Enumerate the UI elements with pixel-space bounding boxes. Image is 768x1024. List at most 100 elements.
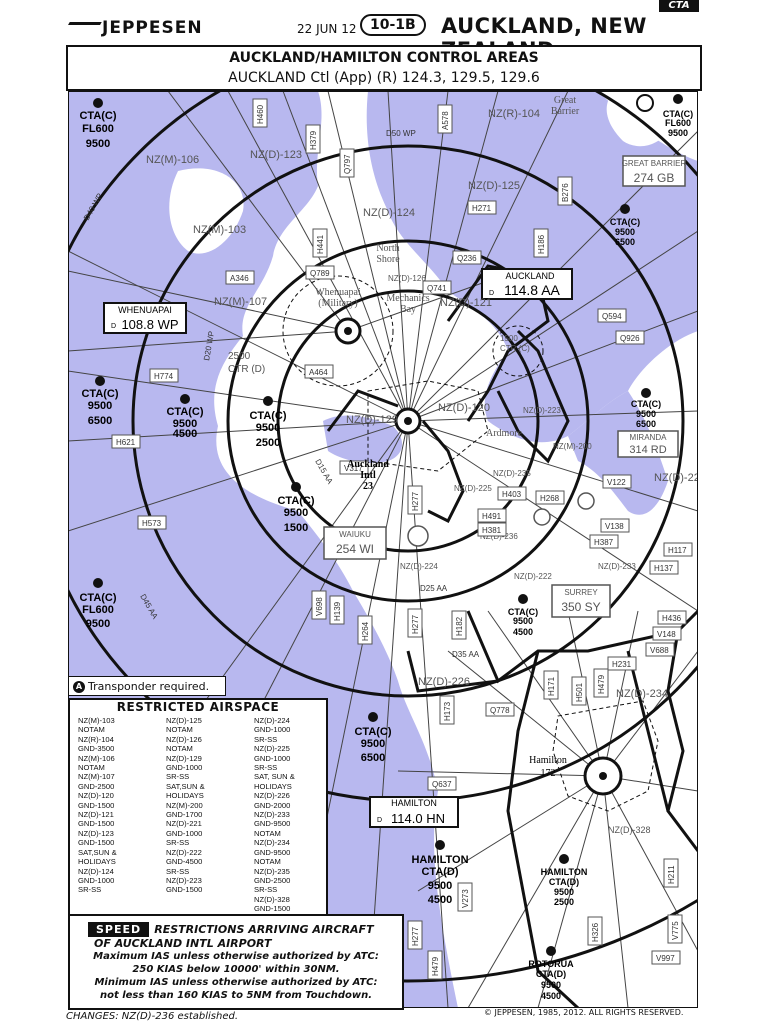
svg-text:V138: V138	[605, 522, 624, 531]
text-line: North	[376, 243, 399, 254]
zone-label: NZ(D)-235	[493, 469, 531, 478]
route-tag: H491	[477, 508, 507, 523]
svg-text:ROTORUA: ROTORUA	[528, 959, 574, 969]
svg-text:H277: H277	[411, 491, 420, 511]
svg-text:H277: H277	[411, 926, 420, 946]
svg-text:H491: H491	[482, 512, 502, 521]
route-tag: H264	[357, 615, 373, 645]
text-line: 1500	[500, 334, 518, 343]
zone-label: NZ(D)-234	[616, 688, 668, 700]
cta-label: CTA(C) 9500 4500	[508, 594, 538, 637]
svg-text:A578: A578	[441, 111, 450, 130]
svg-text:9500: 9500	[668, 128, 688, 138]
svg-text:H231: H231	[612, 660, 632, 669]
route-tag: H774	[149, 368, 179, 383]
route-tag: A464	[304, 364, 334, 379]
route-tag: H268	[535, 490, 565, 505]
surrey-ndb-symbol	[577, 492, 595, 510]
zone-label: NZ(D)-221	[654, 472, 698, 484]
route-tag: H277	[407, 608, 423, 638]
svg-text:V122: V122	[607, 478, 626, 487]
route-tag: H182	[451, 610, 467, 640]
svg-text:V775: V775	[671, 921, 680, 940]
hamilton-freq: 114.0 HN	[391, 811, 445, 826]
svg-text:9500: 9500	[284, 507, 308, 519]
zone-label: NZ(D)-223	[523, 406, 561, 415]
route-tag: H436	[657, 610, 687, 625]
svg-text:9500: 9500	[86, 138, 110, 150]
route-tag: H173	[439, 695, 455, 725]
cta-label: CTA(C) 9500 6500	[354, 712, 392, 764]
transponder-icon: A	[73, 681, 85, 693]
waiuku-ndb-symbol	[407, 525, 429, 547]
svg-text:B276: B276	[561, 183, 570, 202]
kaipara-land	[169, 168, 244, 254]
great-barrier-name: GREAT BARRIER	[622, 159, 687, 168]
navaid-boxes: WHENUAPAI D 108.8 WP AUCKLAND D 114.8 AA…	[103, 155, 687, 828]
zone-label: NZ(D)-123	[250, 149, 302, 161]
surrey-freq: 350 SY	[561, 600, 600, 614]
svg-text:H173: H173	[443, 701, 452, 721]
svg-text:H268: H268	[540, 494, 560, 503]
route-tag: V775	[667, 914, 683, 944]
miranda-name: MIRANDA	[630, 433, 668, 442]
route-tag: V138	[600, 518, 630, 533]
svg-text:H621: H621	[116, 438, 136, 447]
svg-text:1500: 1500	[284, 522, 308, 534]
route-tag: H271	[467, 200, 497, 215]
zone-label: NZ(M)-200	[553, 442, 592, 451]
whenuapai-navaid-name: WHENUAPAI	[118, 305, 172, 315]
frequency-line: AUCKLAND Ctl (App) (R) 124.3, 129.5, 129…	[66, 67, 702, 91]
svg-text:HAMILTON: HAMILTON	[411, 854, 468, 866]
text-line: 172	[541, 768, 556, 779]
great-barrier-freq: 274 GB	[634, 171, 675, 185]
text-line: Auckland	[347, 459, 389, 470]
svg-text:H271: H271	[472, 204, 492, 213]
svg-text:A346: A346	[230, 274, 249, 283]
speed-title-2: OF AUCKLAND INTL AIRPORT	[94, 937, 272, 950]
route-tag: H277	[407, 920, 423, 950]
zone-label: NZ(M)-107	[214, 296, 267, 308]
whenuapai-vor-dot	[344, 327, 352, 335]
route-tag: V698	[311, 590, 327, 620]
zone-label: NZ(D)-124	[363, 207, 415, 219]
svg-text:H186: H186	[537, 234, 546, 254]
auckland-vor-dot	[404, 417, 412, 425]
copyright: © JEPPESEN, 1985, 2012. ALL RIGHTS RESER…	[484, 1008, 684, 1017]
svg-text:4500: 4500	[428, 894, 452, 906]
route-tag: V122	[602, 474, 632, 489]
whenuapai-prefix: D	[111, 323, 116, 330]
route-tag: H621	[111, 434, 141, 449]
text-line: Whenuapai	[315, 287, 361, 298]
route-tag: V273	[457, 882, 473, 912]
chart-date: 22 JUN 12	[297, 22, 357, 36]
svg-text:CTA(D): CTA(D)	[421, 866, 458, 878]
zone-label: NZ(D)-224	[400, 562, 438, 571]
restricted-col-3: NZ(D)-224 GND-1000 SR-SS NZ(D)-225 GND-1…	[254, 716, 295, 914]
svg-text:Q778: Q778	[490, 706, 510, 715]
svg-text:CTA(C): CTA(C)	[354, 726, 391, 738]
zone-label: NZ(D)-121	[440, 297, 492, 309]
arc-label: D25 AA	[420, 584, 448, 593]
zone-label: NZ(D)-328	[608, 825, 651, 835]
route-tag: H277	[407, 485, 423, 515]
svg-text:H211: H211	[667, 865, 676, 884]
auckland-freq: 114.8 AA	[504, 282, 560, 298]
svg-text:6500: 6500	[636, 419, 656, 429]
svg-text:6500: 6500	[615, 237, 635, 247]
text-line: Barrier	[551, 106, 580, 117]
svg-text:2500: 2500	[256, 437, 280, 449]
corner-tag: CTA	[659, 0, 699, 12]
publisher-name: JEPPESEN	[102, 18, 203, 38]
svg-text:H171: H171	[547, 676, 556, 696]
route-tag: H479	[593, 668, 609, 698]
svg-text:H403: H403	[502, 490, 522, 499]
route-tag: V688	[645, 642, 675, 657]
svg-text:CTA(C): CTA(C)	[508, 607, 538, 617]
cta-label: CTA(C) FL600 9500	[79, 578, 117, 630]
route-tag: H381	[477, 522, 507, 537]
svg-text:V997: V997	[656, 954, 675, 963]
